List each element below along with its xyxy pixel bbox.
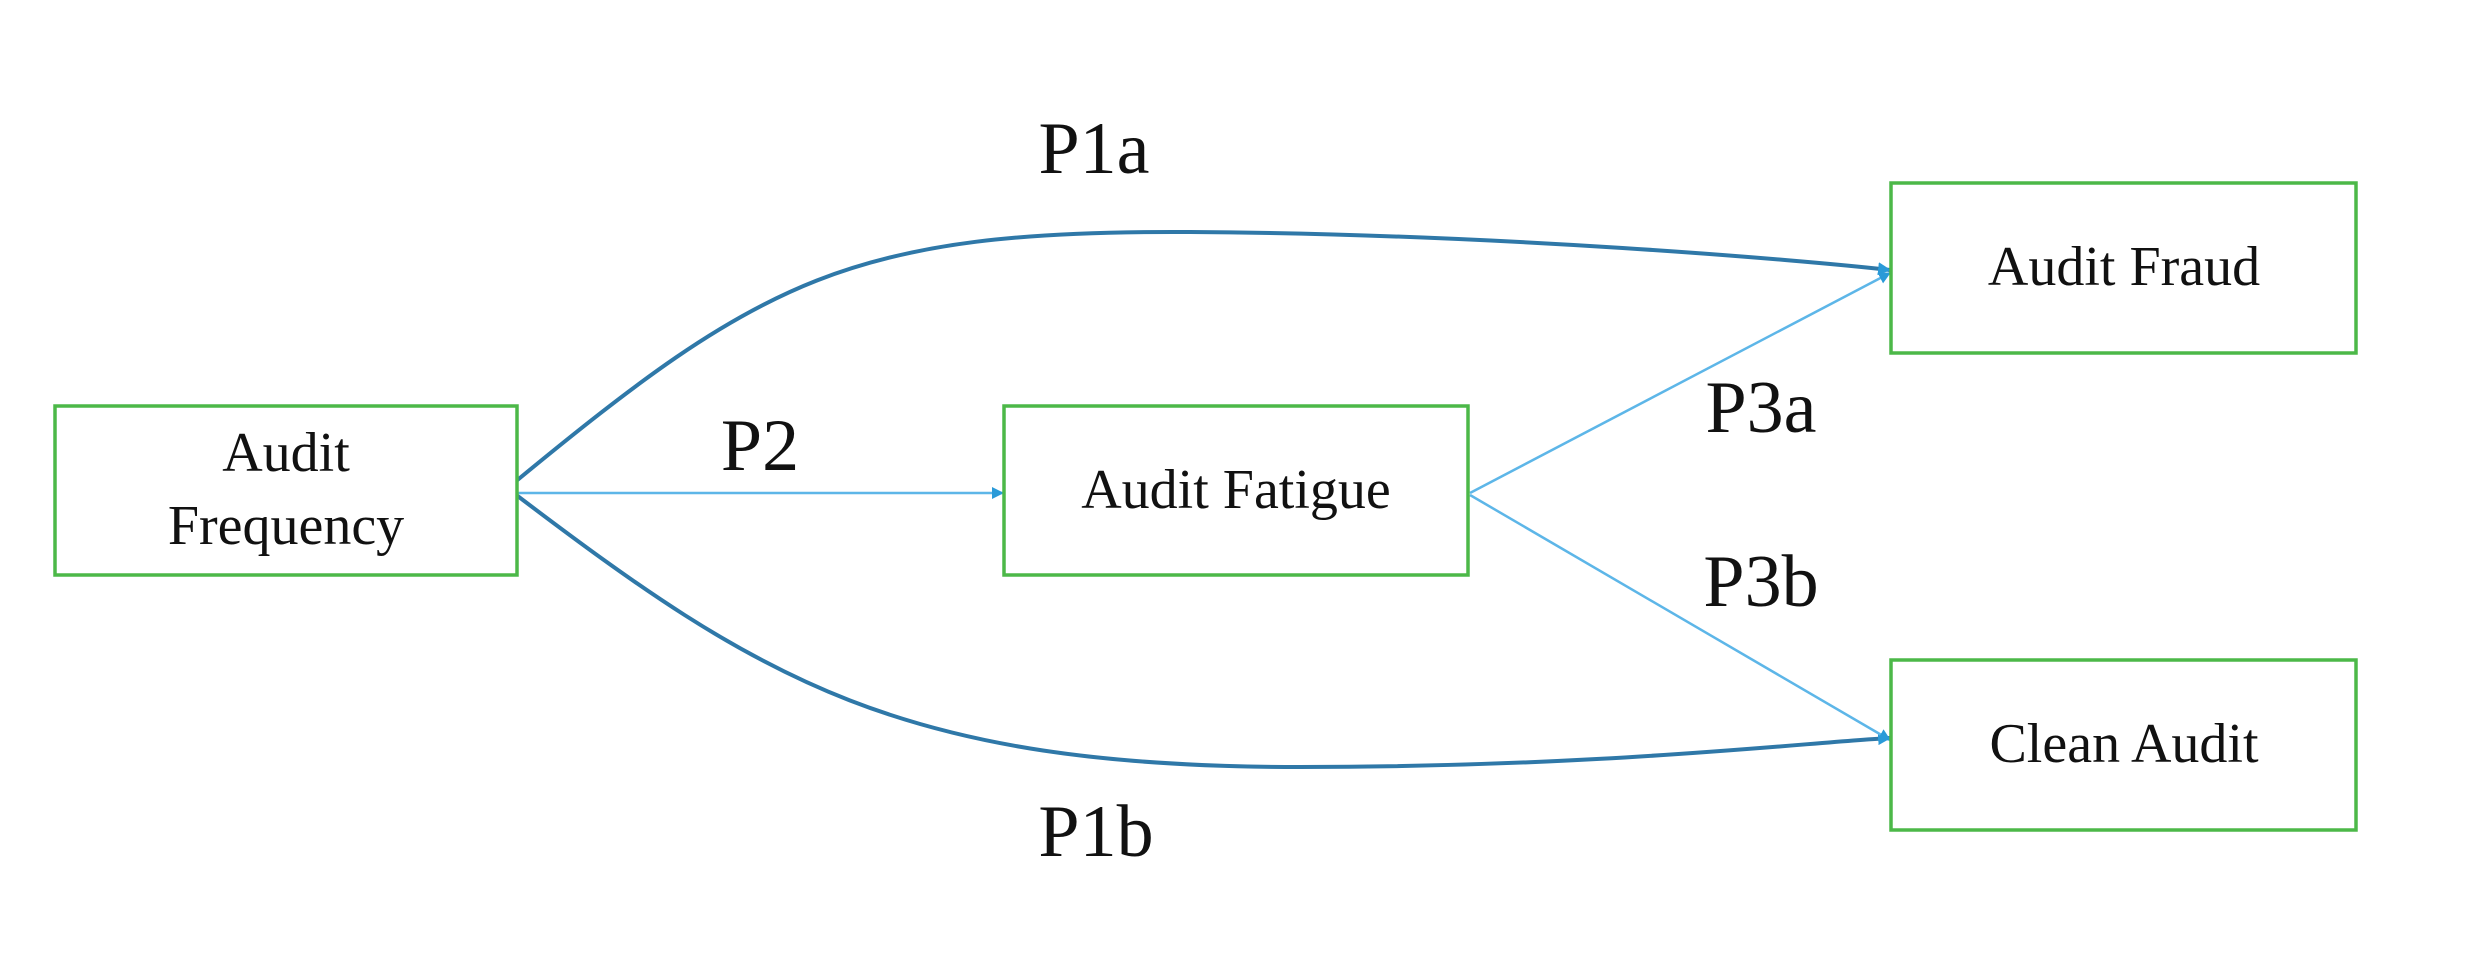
edge-p1b-label: P1b — [1038, 791, 1153, 873]
edge-p1a-label: P1a — [1039, 108, 1150, 190]
edge-p3b-label: P3b — [1703, 541, 1818, 623]
node-clean-audit: Clean Audit — [1889, 658, 2358, 832]
node-audit-fatigue-box — [1002, 404, 1470, 577]
node-audit-frequency-line1: Audit — [222, 422, 350, 484]
node-audit-fraud-label: Audit Fraud — [1988, 236, 2260, 298]
node-clean-audit-label: Clean Audit — [1989, 713, 2259, 775]
node-audit-frequency: Audit Frequency — [53, 404, 519, 577]
node-audit-fatigue-label: Audit Fatigue — [1081, 459, 1391, 521]
edge-p2-label: P2 — [721, 405, 799, 487]
edge-p1a-curve — [513, 229, 1892, 484]
node-audit-fraud-box — [1889, 181, 2358, 355]
node-clean-audit-box — [1889, 658, 2358, 832]
edge-p3a-arrow — [1469, 271, 1891, 495]
node-audit-frequency-box — [53, 404, 519, 577]
node-audit-fraud: Audit Fraud — [1889, 181, 2358, 355]
node-audit-fatigue: Audit Fatigue — [1002, 404, 1470, 577]
edge-p1b-curve — [513, 492, 1892, 770]
node-audit-frequency-line2: Frequency — [168, 495, 404, 557]
edge-p3b-arrow — [1469, 493, 1891, 742]
edge-p3a-label: P3a — [1706, 367, 1817, 449]
